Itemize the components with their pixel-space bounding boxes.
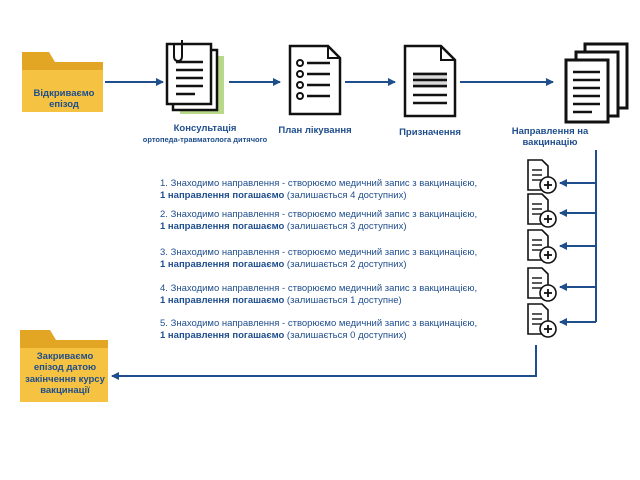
- start-folder-icon: [22, 52, 103, 112]
- document-plus-icon: [527, 229, 557, 264]
- arrow-to-end-folder: [111, 345, 537, 380]
- vaccination-step-5: 5. Знаходимо направлення - створюємо мед…: [160, 318, 478, 342]
- document-plus-icon: [527, 193, 557, 228]
- treatment-plan-label: План лікування: [278, 125, 352, 136]
- vaccination-step-3: 3. Знаходимо направлення - створюємо мед…: [160, 247, 478, 271]
- vaccination-step-2: 2. Знаходимо направлення - створюємо мед…: [160, 209, 478, 233]
- vaccination-step-4: 4. Знаходимо направлення - створюємо мед…: [160, 283, 478, 307]
- multiple-documents-icon: [564, 42, 629, 124]
- referral-branch-arrows: [559, 179, 596, 326]
- prescription-label: Призначення: [399, 127, 461, 138]
- start-folder-label: Відкриваємо епізод: [33, 88, 95, 111]
- end-folder-label: Закриваємо епізод датою закінчення курсу…: [25, 351, 105, 397]
- document-plus-icon: [527, 303, 557, 338]
- consultation-subtitle: ортопеда-травматолога дитячого: [142, 135, 268, 144]
- document-plus-icon: [527, 267, 557, 302]
- checklist-document-icon: [288, 44, 342, 116]
- vaccination-step-1: 1. Знаходимо направлення - створюємо мед…: [160, 178, 478, 202]
- document-plus-icon: [527, 159, 557, 194]
- consultation-title: Консультація: [173, 123, 237, 134]
- consultation-document-icon: [165, 40, 224, 114]
- prescription-document-icon: [403, 44, 457, 118]
- end-folder-icon: [20, 330, 108, 402]
- referral-label: Направлення на вакцинацію: [511, 126, 589, 148]
